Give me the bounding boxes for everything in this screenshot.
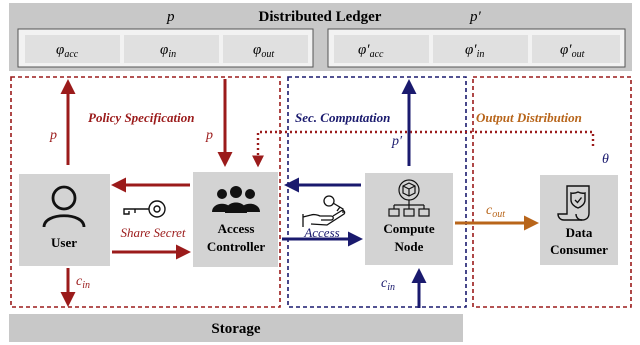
ledger-cell-acc (25, 35, 120, 63)
key-icon (123, 200, 166, 218)
label-c-out: cout (486, 203, 505, 220)
ledger-title: Distributed Ledger (259, 9, 382, 25)
compute-node-label-1: Compute (383, 221, 435, 236)
ledger-phi-in-prime: φ′in (465, 42, 484, 60)
data-consumer-node: Data Consumer (540, 175, 618, 265)
region-output-label: Output Distribution (476, 110, 582, 125)
hand-key-icon (302, 195, 346, 227)
data-consumer-label-1: Data (566, 225, 593, 240)
compute-node-label-2: Node (395, 239, 424, 254)
label-p-prime: p′ (391, 134, 403, 149)
ledger-cell-out (223, 35, 308, 63)
label-p-up: p (49, 128, 57, 143)
user-label: User (51, 235, 77, 250)
ledger-phi-in: φin (160, 42, 176, 60)
ledger-cell-in-prime (433, 35, 528, 63)
label-access: Access (303, 225, 339, 240)
ledger-policy-p: p (166, 9, 175, 25)
region-output-distribution (472, 76, 632, 308)
label-c-in-user: cin (76, 274, 90, 291)
label-c-in-compute: cin (381, 276, 395, 293)
ledger-cell-acc-prime (334, 35, 429, 63)
user-box (19, 174, 110, 266)
ledger-phi-out: φout (253, 42, 274, 60)
storage: Storage (9, 314, 463, 342)
arrow-theta-feedback (252, 130, 595, 168)
ledger-phi-out-prime: φ′out (560, 42, 585, 60)
network-cube-icon (388, 179, 430, 217)
group-icon (212, 186, 260, 213)
region-policy-specification (10, 76, 281, 308)
storage-label: Storage (211, 321, 260, 337)
region-policy-label: Policy Specification (88, 110, 195, 125)
user-node: User (19, 174, 110, 266)
label-theta: θ (602, 152, 609, 167)
access-controller-node: Access Controller (193, 172, 278, 267)
region-computation-label: Sec. Computation (295, 110, 390, 125)
distributed-ledger: p Distributed Ledger p′ φacc φin φout φ′… (9, 3, 632, 71)
certificate-scroll-icon (557, 185, 590, 221)
ledger-phi-acc-prime: φ′acc (358, 42, 384, 60)
data-consumer-label-2: Consumer (550, 242, 608, 257)
ledger-policy-p-prime: p′ (469, 9, 482, 25)
label-share-secret: Share Secret (120, 225, 185, 240)
storage-background (9, 314, 463, 342)
access-controller-label-2: Controller (207, 239, 265, 254)
user-icon (42, 185, 86, 228)
label-p-down: p (205, 128, 213, 143)
ledger-cell-out-prime (532, 35, 620, 63)
ledger-phi-acc: φacc (56, 42, 79, 60)
compute-node: Compute Node (365, 173, 453, 265)
ledger-cell-in (124, 35, 219, 63)
access-controller-label-1: Access (218, 221, 255, 236)
